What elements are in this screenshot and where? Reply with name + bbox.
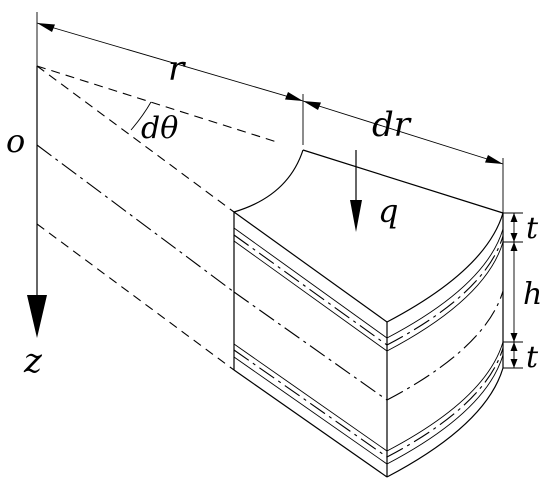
dr-dimension <box>302 100 504 214</box>
label-q: q <box>378 192 398 230</box>
z-axis-arrowhead <box>27 295 47 338</box>
label-t-top: t <box>526 211 539 246</box>
label-dtheta: dθ <box>141 111 178 146</box>
z-axis <box>27 66 47 338</box>
label-r: r <box>168 49 186 89</box>
label-o: o <box>6 122 25 160</box>
label-h: h <box>523 277 542 312</box>
load-q-arrow <box>350 150 362 232</box>
layer-lines-curved-face <box>386 228 504 465</box>
label-t-bottom: t <box>526 340 539 375</box>
label-z: z <box>23 341 43 381</box>
thickness-dimensions <box>503 212 523 369</box>
element-top-face <box>233 149 504 323</box>
layer-lines-left-face <box>233 227 388 465</box>
radial-reference-lines <box>36 65 281 213</box>
projection-lines <box>36 144 235 371</box>
label-dr: dr <box>372 105 412 145</box>
element-left-face <box>233 212 504 478</box>
dtheta-angle-arc <box>130 101 152 131</box>
r-dimension <box>36 12 304 145</box>
